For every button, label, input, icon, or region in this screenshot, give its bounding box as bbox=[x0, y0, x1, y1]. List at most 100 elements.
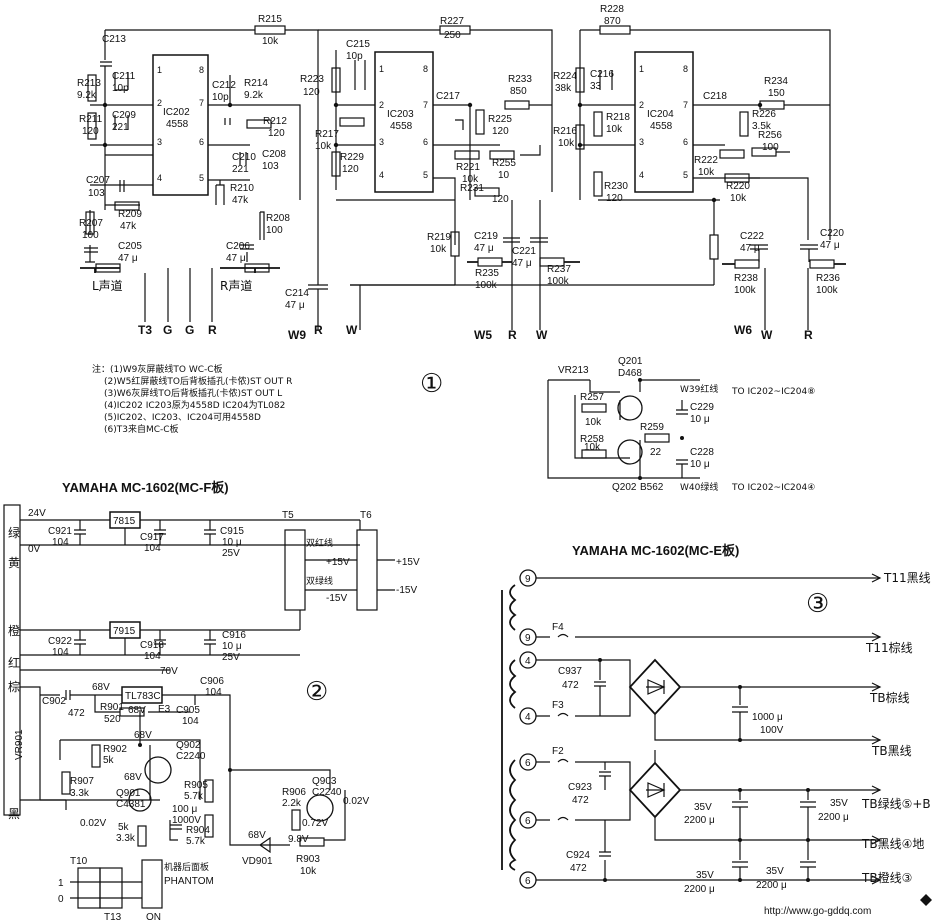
r219-label: R219 bbox=[427, 232, 451, 243]
junction bbox=[228, 768, 232, 772]
r235-value: 100k bbox=[475, 280, 498, 291]
r224-label: R224 bbox=[553, 71, 577, 82]
c219-value: 47 μ bbox=[474, 243, 494, 254]
on-label: ON bbox=[146, 912, 161, 923]
section-1-marker: ① bbox=[420, 369, 443, 399]
c221-label: C221 bbox=[512, 246, 536, 257]
rear-panel-label: 机器后面板 bbox=[164, 861, 209, 873]
q201-part: D468 bbox=[618, 368, 642, 379]
r907-label: R907 bbox=[70, 776, 94, 787]
to-pin4-label: TO IC202~IC204④ bbox=[731, 483, 815, 493]
r229-value: 120 bbox=[342, 164, 359, 175]
c924-label: C924 bbox=[566, 850, 590, 861]
pin-9a-label: 9 bbox=[525, 574, 531, 585]
ic202-pin1: 1 bbox=[157, 65, 162, 75]
cap-c-voltage: 35V bbox=[696, 870, 714, 881]
r255-label: R255 bbox=[492, 158, 516, 169]
c918-label: C918 bbox=[140, 640, 164, 651]
vd901-label: VD901 bbox=[242, 856, 273, 867]
r213-label: R213 bbox=[77, 78, 101, 89]
ic202-body bbox=[152, 54, 209, 196]
r259-label: R259 bbox=[640, 422, 664, 433]
terminal-w2: W bbox=[536, 328, 548, 342]
section-3-title: YAMAHA MC-1602(MC-E板) bbox=[572, 543, 739, 558]
note-6: (6)T3来自MC-C板 bbox=[104, 423, 179, 435]
r213-body bbox=[87, 74, 97, 102]
r215-label: R215 bbox=[258, 14, 282, 25]
r221-value: 10k bbox=[462, 174, 479, 185]
r908-value-b: 3.3k bbox=[116, 833, 136, 844]
c216-value: 33 bbox=[590, 81, 602, 92]
l-volume-pot bbox=[95, 263, 121, 273]
p15b-label: +15V bbox=[396, 557, 420, 568]
r901-body bbox=[119, 707, 145, 717]
c906-label: C906 bbox=[200, 676, 224, 687]
r905-value: 5.7k bbox=[184, 791, 204, 802]
r230-body bbox=[593, 171, 603, 197]
corner-diamond-icon bbox=[920, 894, 932, 906]
r904-label: R904 bbox=[186, 825, 210, 836]
junction bbox=[333, 102, 339, 108]
r238-label: R238 bbox=[734, 273, 758, 284]
twin-green-label: 双绿线 bbox=[306, 575, 333, 587]
wire-red-label: 红 bbox=[8, 655, 20, 670]
q202-part: B562 bbox=[640, 482, 664, 493]
note-1: 注：(1)W9灰屏蔽线TO WC-C板 bbox=[92, 363, 223, 375]
output-tb-brown: TB棕线 bbox=[869, 690, 910, 705]
pin-4b-label: 4 bbox=[525, 712, 531, 723]
c212-value: 10p bbox=[212, 92, 229, 103]
v68b-label: 68V bbox=[128, 705, 146, 716]
section-2-connector bbox=[3, 504, 21, 816]
ic204-pin4: 4 bbox=[639, 170, 644, 180]
reg-tl783c bbox=[121, 686, 163, 704]
r211-value: 120 bbox=[82, 126, 99, 137]
t10-label: T10 bbox=[70, 856, 88, 867]
note-5: (5)IC202、IC203、IC204可用4558D bbox=[104, 412, 261, 423]
vr213-label: VR213 bbox=[558, 365, 589, 376]
c220-value: 47 μ bbox=[820, 240, 840, 251]
r215-body bbox=[254, 25, 286, 35]
terminal-w3: W bbox=[761, 328, 773, 342]
t6-label: T6 bbox=[360, 510, 372, 521]
c209-value: 221 bbox=[112, 122, 129, 133]
c221-value: 47 μ bbox=[512, 258, 532, 269]
c214-value: 47 μ bbox=[285, 300, 305, 311]
cap-1000u-voltage: 100V bbox=[760, 725, 784, 736]
pin-6c-label: 6 bbox=[525, 876, 531, 887]
r905-label: R905 bbox=[184, 780, 208, 791]
r227-value: 250 bbox=[444, 30, 461, 41]
t10-pin1: 1 bbox=[58, 878, 64, 889]
section-2-title: YAMAHA MC-1602(MC-F板) bbox=[62, 480, 229, 495]
q901-label: Q901 bbox=[116, 788, 141, 799]
r228-value: 870 bbox=[604, 16, 621, 27]
cap-d-value: 2200 μ bbox=[756, 880, 787, 891]
cap-b-value: 2200 μ bbox=[818, 812, 849, 823]
p15-label: +15V bbox=[326, 557, 350, 568]
junction bbox=[757, 102, 763, 108]
r207-label: R207 bbox=[79, 218, 103, 229]
q902-symbol bbox=[144, 756, 172, 784]
r231-value: 120 bbox=[492, 194, 509, 205]
c917-value: 104 bbox=[144, 543, 161, 554]
r-node-body bbox=[709, 234, 719, 260]
junction bbox=[738, 685, 742, 689]
cap-100u-value: 100 μ bbox=[172, 804, 197, 815]
junction bbox=[577, 102, 583, 108]
junction bbox=[711, 197, 717, 203]
r216-label: R216 bbox=[553, 126, 577, 137]
junction bbox=[806, 878, 810, 882]
r229-label: R229 bbox=[340, 152, 364, 163]
f2-label: F2 bbox=[552, 746, 564, 757]
junction bbox=[333, 142, 339, 148]
ic204-ref: IC204 bbox=[647, 109, 674, 120]
q201-label: Q201 bbox=[618, 356, 643, 367]
q202-symbol bbox=[617, 439, 643, 465]
junction bbox=[577, 142, 583, 148]
r230-value: 120 bbox=[606, 193, 623, 204]
junction bbox=[138, 743, 142, 747]
c207-value: 103 bbox=[88, 188, 105, 199]
r233-label: R233 bbox=[508, 74, 532, 85]
r207-body bbox=[85, 211, 95, 235]
q901-part: C4381 bbox=[116, 799, 146, 810]
